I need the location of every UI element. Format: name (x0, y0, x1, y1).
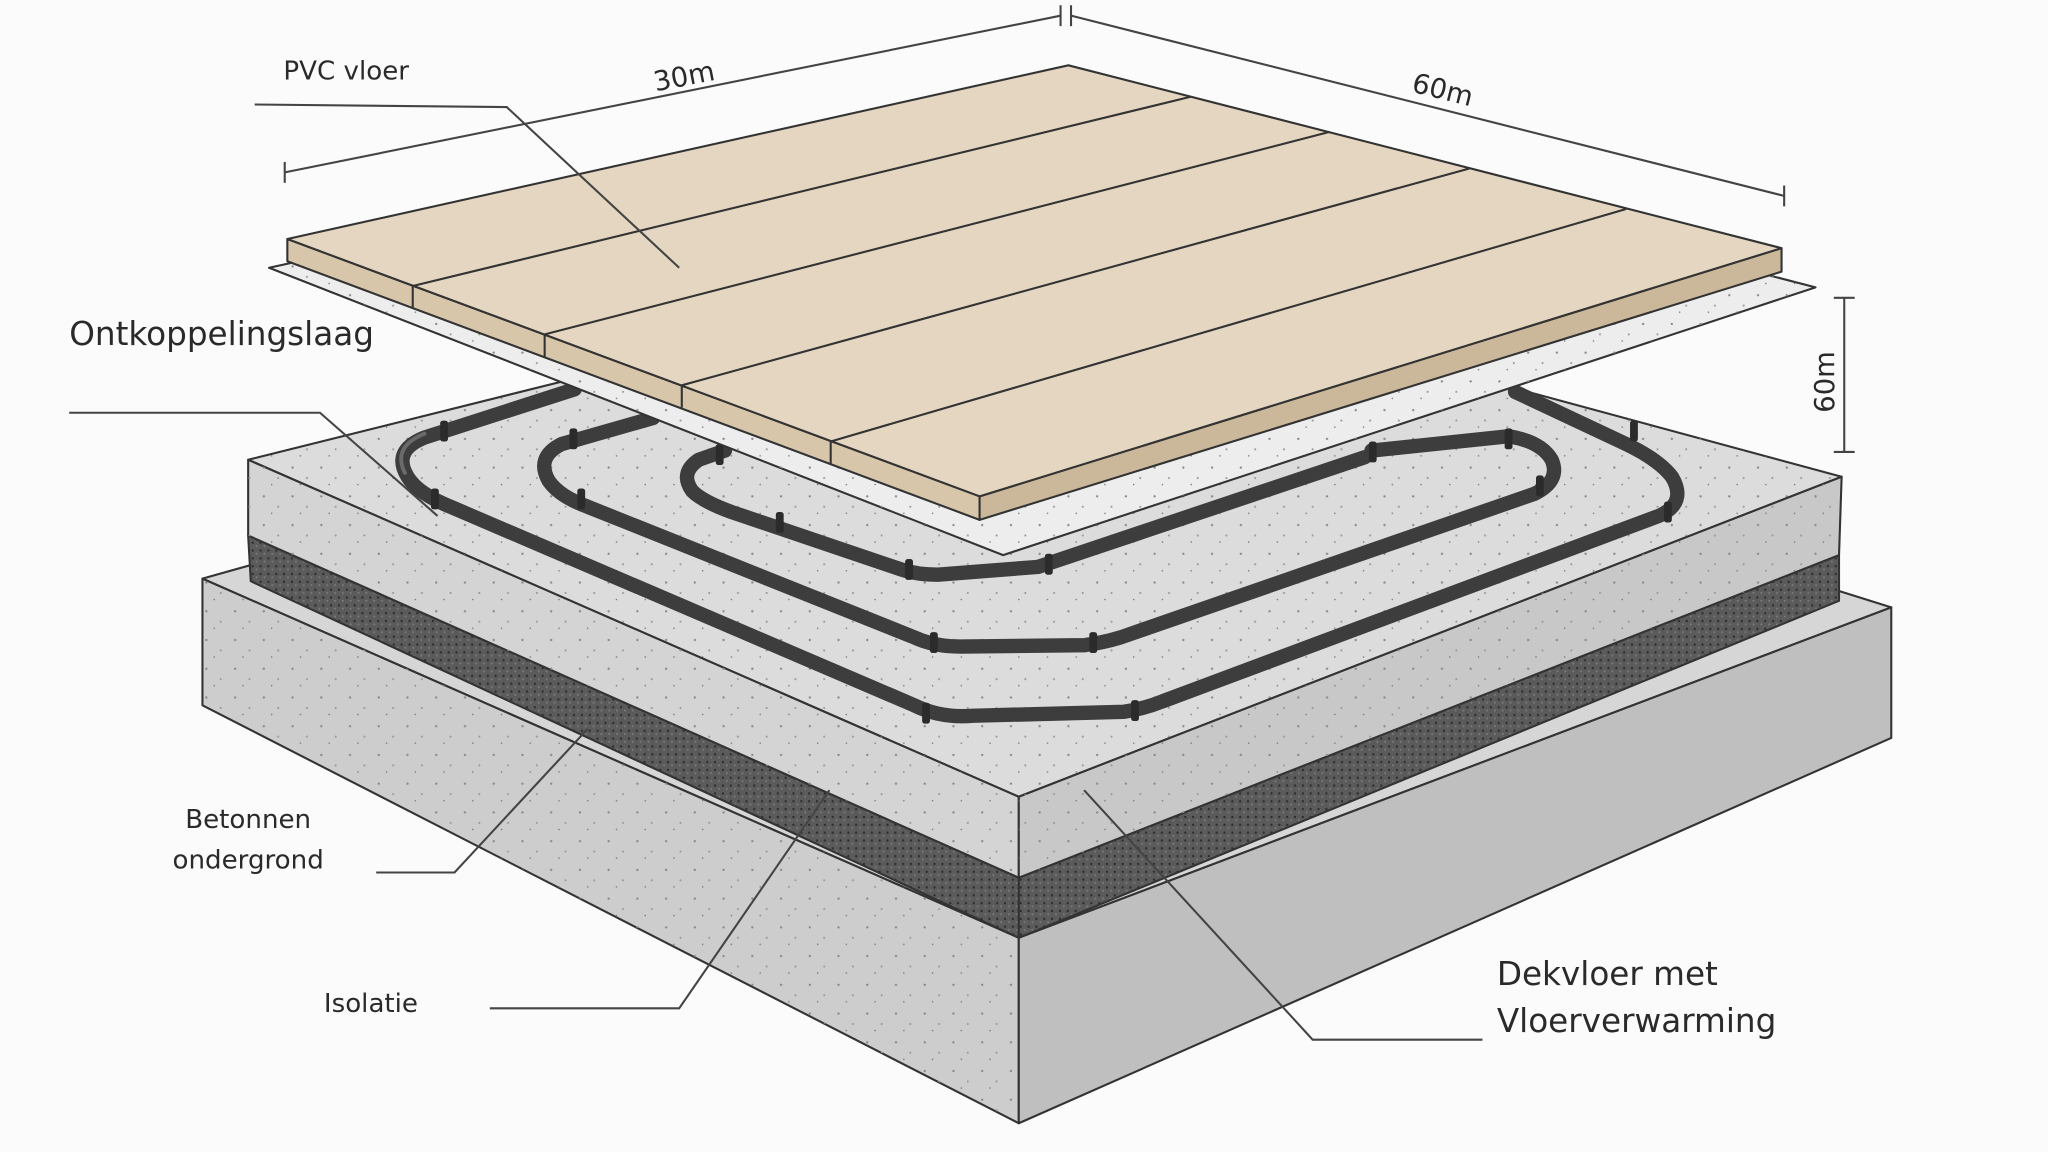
pvc-floor-boards (286, 64, 1783, 521)
label-screed-line1: Dekvloer met (1497, 955, 1718, 993)
label-screed-line2: Vloerverwarming (1497, 1002, 1777, 1040)
dimension-height-label: 60m (1810, 351, 1841, 413)
leader-screed (1083, 789, 1483, 1041)
dimension-length-label: 60m (1409, 68, 1476, 113)
leader-lines (69, 103, 1483, 1041)
leader-pvc-floor (254, 103, 680, 269)
label-concrete-base-line1: Betonnen (185, 805, 311, 835)
leader-decoupling-layer (69, 411, 439, 517)
leader-concrete-base (376, 728, 589, 874)
label-insulation: Isolatie (324, 989, 418, 1019)
label-pvc-floor: PVC vloer (283, 57, 409, 87)
label-concrete-base-line2: ondergrond (173, 846, 324, 876)
heating-pipes (395, 382, 1685, 724)
leader-insulation (489, 789, 831, 1010)
dimension-height: 60m (1810, 296, 1855, 453)
label-decoupling-layer: Ontkoppelingslaag (69, 315, 374, 353)
dimension-width-label: 30m (651, 56, 717, 98)
